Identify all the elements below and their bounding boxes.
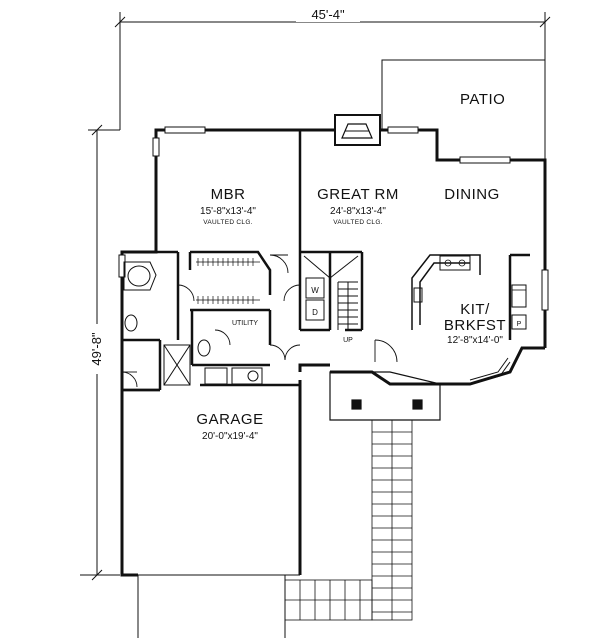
laundry-and-stairs — [303, 255, 359, 330]
garage-size: 20'-0"x19'-4" — [202, 431, 258, 442]
kit-label-line2: BRKFST — [444, 317, 506, 334]
garage-label: GARAGE — [196, 411, 263, 428]
depth-label-bg — [90, 324, 104, 374]
front-walkway — [284, 419, 413, 621]
great-rm-note: VAULTED CLG. — [333, 219, 383, 226]
fireplace — [334, 114, 381, 146]
kitchen-counters — [411, 254, 527, 330]
door-swings — [121, 254, 398, 388]
kit-size: 12'-8"x14'-0" — [447, 335, 503, 346]
patio-label: PATIO — [460, 91, 505, 108]
overall-width-dimension — [114, 12, 551, 130]
overall-depth-label: 49'-8" — [89, 332, 104, 366]
stairs-up-label: UP — [343, 337, 353, 344]
master-bath-fixtures — [123, 261, 211, 386]
pantry-label: P — [517, 321, 522, 328]
interior-walls — [122, 130, 530, 392]
breakfast-bay-window — [469, 357, 511, 385]
driveway — [137, 574, 300, 638]
dryer-label: D — [312, 308, 318, 317]
great-rm-size: 24'-8"x13'-4" — [330, 206, 386, 217]
washer-label: W — [311, 286, 319, 295]
windows — [118, 126, 549, 311]
kit-label-line1: KIT/ — [460, 301, 490, 318]
mbr-label: MBR — [211, 186, 246, 203]
great-rm-label: GREAT RM — [317, 186, 399, 203]
overall-width-label: 45'-4" — [311, 7, 345, 22]
utility-label: UTILITY — [232, 320, 258, 327]
mbr-size: 15'-8"x13'-4" — [200, 206, 256, 217]
dining-label: DINING — [444, 186, 500, 203]
utility-fixtures — [204, 367, 263, 385]
patio-outline — [381, 59, 546, 160]
mbr-closet-rods — [196, 258, 260, 304]
mbr-note: VAULTED CLG. — [203, 219, 253, 226]
width-label-bg — [296, 6, 360, 22]
front-porch — [329, 371, 441, 421]
